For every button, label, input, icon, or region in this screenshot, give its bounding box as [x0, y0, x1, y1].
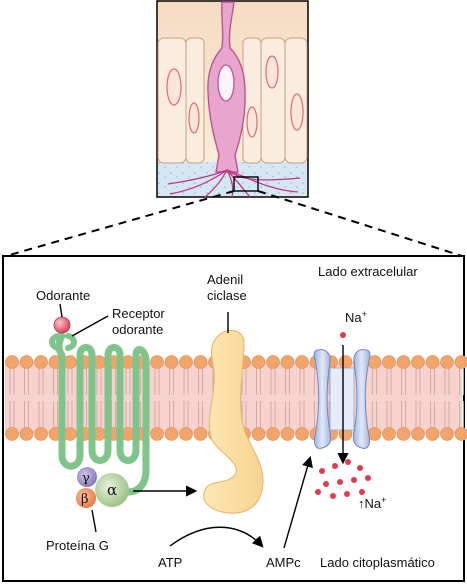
alpha-label: α	[107, 481, 117, 499]
adenylyl-cyclase	[203, 329, 264, 514]
g-protein: γ β α	[76, 467, 129, 508]
odorant-receptor	[55, 332, 150, 496]
zoom-box	[233, 176, 259, 192]
supporting-cells	[157, 37, 308, 164]
label-receptor-1: Receptor	[112, 306, 165, 321]
cng-ion-channel	[313, 349, 371, 449]
olfactory-neuron	[207, 1, 246, 173]
odorant-molecule	[53, 316, 71, 334]
label-odorant: Odorante	[36, 288, 90, 303]
supporting-cell-nuclei	[166, 55, 304, 138]
neuron-nucleus	[217, 64, 235, 102]
label-receptor-2: odorante	[112, 322, 163, 337]
labels: Odorante Receptor odorante Adenil ciclas…	[36, 264, 435, 570]
pointer-g-protein	[91, 509, 97, 533]
alpha-subunit	[95, 473, 129, 507]
gamma-subunit	[77, 467, 97, 487]
label-adenylyl-1: Adenil	[207, 272, 243, 287]
gamma-label: γ	[82, 471, 90, 486]
label-sodium-bottom: ↑Na+	[358, 495, 386, 511]
sodium-ion-outside	[340, 332, 346, 338]
label-g-protein: Proteína G	[46, 538, 109, 553]
label-adenylyl-2: ciclase	[207, 288, 247, 303]
label-extracellular: Lado extracelular	[318, 264, 418, 279]
arrow-camp-to-channel	[283, 455, 313, 549]
label-atp: ATP	[158, 555, 182, 570]
arrows	[59, 303, 349, 549]
label-sodium-top: Na+	[345, 309, 367, 325]
label-cytoplasmic: Lado citoplasmático	[320, 555, 435, 570]
label-camp: AMPc	[266, 555, 301, 570]
zoom-lines	[5, 190, 463, 257]
sodium-ions-inside	[315, 459, 371, 499]
pointer-odorant	[59, 303, 63, 318]
cilia	[167, 169, 301, 198]
arrow-atp-to-camp	[169, 526, 264, 548]
beta-label: β	[81, 492, 89, 507]
pointer-receptor	[71, 315, 109, 337]
beta-subunit	[76, 488, 96, 508]
epithelium-inset	[156, 0, 309, 198]
